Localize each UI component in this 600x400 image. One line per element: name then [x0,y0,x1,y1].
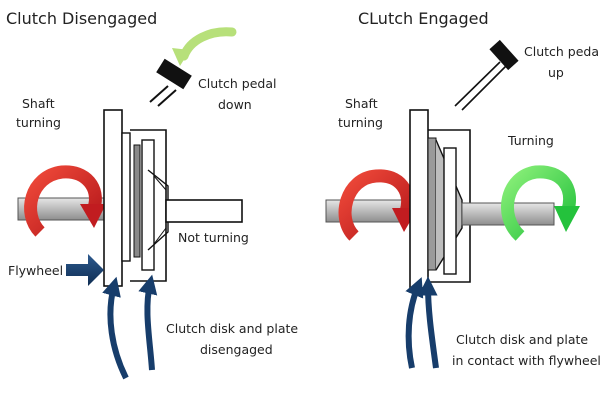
flywheel-pointer [66,254,104,286]
shaft-label-engaged-2: turning [338,115,383,130]
flywheel [103,109,123,287]
pressure-plate [141,139,155,271]
flywheel-engaged [409,109,429,289]
flywheel-label: Flywheel [8,263,63,278]
disk-pointer-right-1 [405,277,424,369]
title-engaged: CLutch Engaged [358,9,489,28]
output-shaft [165,199,243,223]
clutch-disk [133,144,141,258]
flywheel-rim [121,132,131,262]
pedal-label-down-2: down [218,97,252,112]
pressure-plate-engaged [443,147,457,275]
turning-label: Turning [507,133,554,148]
disk-label-disengaged-2: disengaged [200,342,273,357]
clutch-pedal-down [149,58,192,107]
output-rotation-arrow [501,165,580,241]
pedal-label-up-2: up [548,65,564,80]
plate-pointer-left [138,274,158,371]
not-turning-label: Not turning [178,230,249,245]
disk-label-engaged-2: in contact with flywheel [452,353,600,368]
title-disengaged: Clutch Disengaged [6,9,157,28]
pedal-label-up-1: Clutch pedal [524,44,600,59]
disk-pointer-right-2 [418,276,439,369]
disk-label-disengaged-1: Clutch disk and plate [166,321,298,336]
shaft-label-2: turning [16,115,61,130]
shaft-label-engaged-1: Shaft [345,96,378,111]
disk-pointer-left [102,276,129,380]
shaft-rotation-arrow [24,165,106,237]
panel-engaged: CLutch Engaged Clutch pedal up Shaft tur… [325,9,600,369]
clutch-disk-engaged [427,137,437,271]
disk-label-engaged-1: Clutch disk and plate [456,332,588,347]
pedal-direction-arrow [179,27,237,61]
clutch-pedal-up [454,39,519,111]
shaft-label-1: Shaft [22,96,55,111]
panel-disengaged: Clutch Disengaged Clutch pedal down Shaf… [6,9,298,380]
pedal-label-down-1: Clutch pedal [198,76,277,91]
pedal-arrow-head [172,48,190,66]
